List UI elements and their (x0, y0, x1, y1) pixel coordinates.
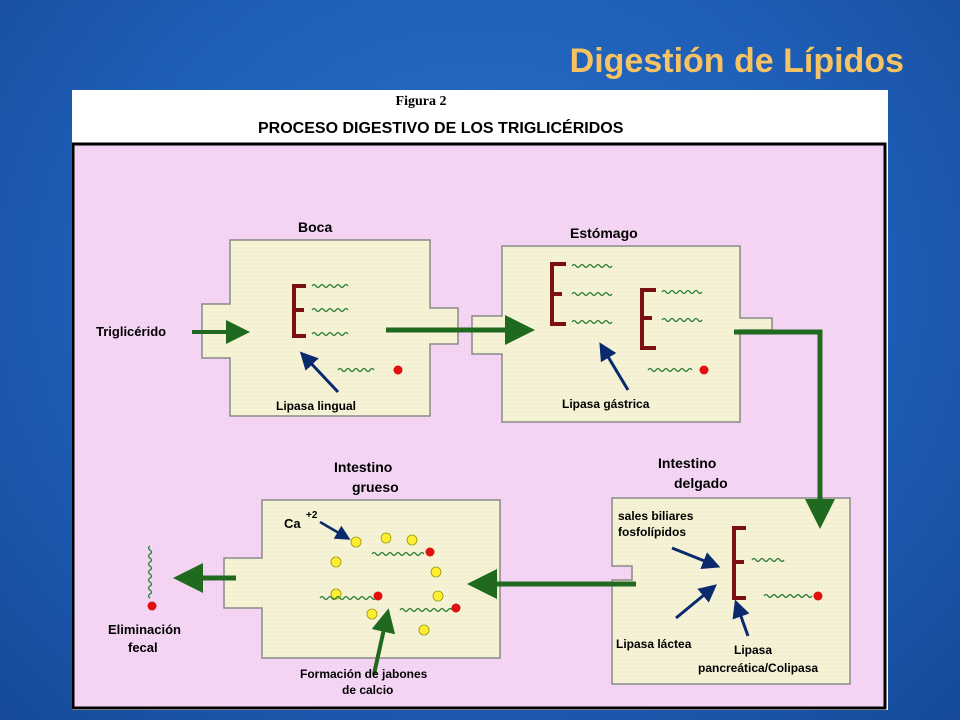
label-trigliceridos: Triglicérido (96, 324, 166, 339)
fatty-acid-boca (337, 365, 403, 375)
estomago-box (471, 245, 773, 423)
label-sales-biliares-1: sales biliares (618, 509, 694, 523)
arrow-sales-biliares (671, 546, 721, 570)
label-eliminacion-2: fecal (128, 640, 158, 655)
arrow-lipasa-lingual (299, 351, 340, 394)
intestino-grueso-box (223, 499, 501, 659)
triglyceride-delgado (732, 526, 785, 600)
digestion-diagram: Boca Estómago Intestino delgado Intestin… (72, 142, 887, 710)
label-lipasa-lactea: Lipasa láctea (616, 637, 692, 651)
intestino-delgado-box (611, 497, 851, 685)
label-lipasa-pancreatica-1: Lipasa (734, 643, 772, 657)
arrow-calcio (319, 520, 351, 540)
label-lipasa-lingual: Lipasa lingual (276, 399, 356, 413)
figure-label: Figura 2 (72, 94, 888, 110)
label-calcio: Ca (284, 516, 301, 531)
triglyceride-estomago-1 (550, 262, 613, 326)
organ-title-intestino-grueso-1: Intestino (334, 459, 392, 475)
label-jabones-2: de calcio (342, 683, 393, 697)
figure-heading: PROCESO DIGESTIVO DE LOS TRIGLICÉRIDOS (258, 120, 624, 137)
slide-title: Digestión de Lípidos (569, 42, 904, 80)
fatty-acid-delgado (763, 591, 823, 601)
label-lipasa-pancreatica-2: pancreática/Colipasa (698, 661, 818, 675)
figure-label-text: Figura 2 (395, 94, 447, 109)
triglyceride-boca (292, 283, 349, 338)
label-calcio-charge: +2 (306, 510, 318, 521)
label-jabones-1: Formación de jabones (300, 667, 428, 681)
organ-title-intestino-delgado-2: delgado (674, 475, 728, 491)
label-sales-biliares-2: fosfolípidos (618, 525, 686, 539)
calcium-soaps (319, 547, 461, 613)
organ-title-estomago: Estómago (570, 225, 638, 241)
arrow-jabones (371, 608, 396, 675)
label-eliminacion-1: Eliminación (108, 622, 181, 637)
arrow-estomago-delgado (734, 329, 835, 529)
arrow-lipasa-gastrica (599, 342, 630, 391)
fatty-acid-estomago (647, 365, 709, 375)
arrow-lipasa-lactea (675, 584, 717, 620)
fatty-acid-eliminacion (147, 545, 157, 611)
organ-title-boca: Boca (298, 219, 332, 235)
label-lipasa-gastrica: Lipasa gástrica (562, 397, 650, 411)
arrow-lipasa-pancreatica (732, 599, 750, 637)
organ-title-intestino-grueso-2: grueso (352, 479, 399, 495)
organ-title-intestino-delgado-1: Intestino (658, 455, 716, 471)
triglyceride-estomago-2 (640, 288, 703, 350)
